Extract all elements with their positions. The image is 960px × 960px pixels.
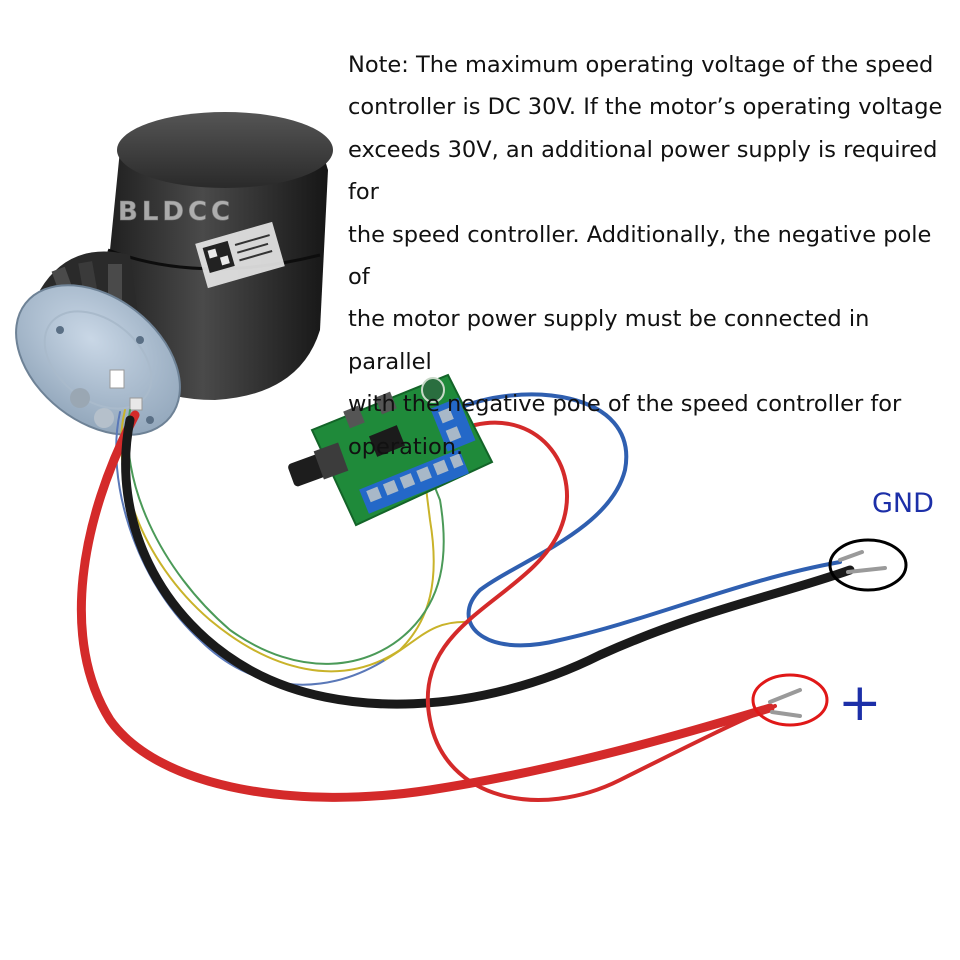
plus-marker-circle [751, 673, 829, 727]
note-line: Note: The maximum operating voltage of t… [348, 52, 934, 78]
gnd-label: GND [872, 488, 934, 519]
terminal-block-power [430, 397, 476, 452]
capacitor [421, 377, 445, 403]
motor-watermark: BLDCC [118, 197, 234, 227]
hall-wire-blue-thin [115, 411, 386, 686]
hall-wire-yellow-2 [384, 620, 471, 661]
note-line: exceeds 30V, an additional power supply … [348, 136, 938, 206]
motor-sticker [195, 221, 285, 289]
gnd-wire-ends [838, 550, 887, 574]
plus-wire-ends [768, 688, 802, 718]
note-line: controller is DC 30V. If the motor’s ope… [348, 94, 943, 121]
controller-blue-wire [453, 392, 842, 648]
ic-chip [368, 425, 406, 457]
gnd-marker-circle [828, 538, 908, 592]
switch-1 [343, 405, 365, 429]
note-line: the speed controller. Additionally, the … [348, 221, 932, 291]
motor-red-wire [76, 410, 775, 802]
bldc-motor: BLDCC [15, 112, 333, 436]
plus-label: + [838, 673, 882, 733]
controller-red-wire [425, 420, 777, 802]
terminal-block-6 [359, 449, 470, 514]
wires [76, 392, 855, 802]
note-text: Note: The maximum operating voltage of t… [348, 44, 948, 468]
switch-2 [375, 391, 397, 415]
potentiometer-knob [288, 442, 349, 487]
note-line: operation. [348, 433, 464, 460]
motor-top-cap [117, 112, 333, 188]
hall-wire-green [126, 409, 445, 665]
note-line: with the negative pole of the speed cont… [348, 391, 902, 418]
motor-black-wire [121, 415, 855, 709]
motor-hall-board [15, 284, 181, 436]
note-line: the motor power supply must be connected… [348, 306, 870, 375]
speed-controller-board [288, 373, 494, 527]
